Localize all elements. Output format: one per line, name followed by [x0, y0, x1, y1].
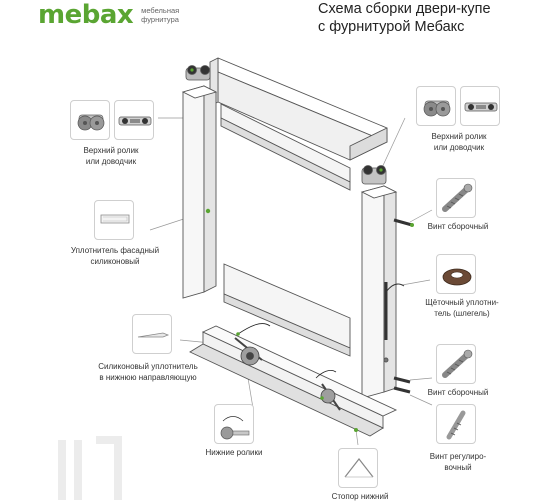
seal-strip-icon — [100, 214, 130, 224]
adjust-screw-thumbnail — [436, 404, 476, 444]
bottom-rollers-thumbnail — [214, 404, 254, 444]
brand-block: mebax мебельная фурнитура — [38, 0, 201, 30]
bottom-seal-label-line1: Силиконовый уплотнитель — [98, 362, 198, 371]
brand-tagline-line2: фурнитура — [141, 15, 179, 24]
bottom-roller-icon — [220, 416, 250, 440]
page-title-line2: с фурнитурой Мебакс — [318, 19, 465, 35]
stopper-label: Стопор нижний — [331, 492, 389, 501]
left-top-roller — [185, 65, 211, 81]
watermark-mark — [58, 436, 122, 500]
closer-icon — [118, 116, 152, 126]
assembly-screw-bottom-thumbnail — [436, 344, 476, 384]
stopper-icon — [344, 458, 374, 478]
roller-thumbnail-left — [70, 100, 110, 140]
brand-tagline: мебельная фурнитура — [141, 6, 201, 24]
stopper-thumbnail — [338, 448, 378, 488]
closer-thumbnail-right — [460, 86, 500, 126]
assembly-screw-lower — [393, 376, 411, 394]
page-title: Схема сборки двери-купе с фурнитурой Меб… — [318, 0, 558, 36]
assembly-screw-bottom-label: Винт сборочный — [427, 388, 489, 397]
assembly-screw-upper — [393, 218, 414, 227]
bottom-seal-label: Силиконовый уплотнитель в нижнюю направл… — [86, 362, 210, 383]
top-roller-left-label: Верхний ролик или доводчик — [66, 146, 156, 167]
top-roller-left-label-line1: Верхний ролик — [83, 146, 139, 155]
adjust-screw-icon — [446, 410, 466, 440]
brush-seal-curve — [385, 283, 405, 293]
brush-seal-thumbnail — [436, 254, 476, 294]
adjust-screw-label: Винт регулиро- вочный — [418, 452, 498, 473]
brush-seal-label: Щёточный уплотни- тель (шлегель) — [418, 298, 506, 319]
bottom-roller-mechanism — [234, 323, 341, 411]
bottom-rollers-label: Нижние ролики — [205, 448, 263, 457]
left-vertical-profile — [181, 85, 218, 299]
bottom-seal-label-line2: в нижнюю направляющую — [99, 372, 197, 382]
top-profile — [209, 57, 388, 161]
screw-icon — [442, 349, 473, 378]
brush-seal-label-line2: тель (шлегель) — [434, 308, 490, 318]
assembly-screw-top-thumbnail — [436, 178, 476, 218]
upper-frame-rail — [220, 103, 351, 191]
brush-seal-label-line1: Щёточный уплотни- — [425, 298, 499, 307]
right-vertical-profile — [360, 185, 398, 399]
top-roller-left-label-line2: или доводчик — [85, 156, 137, 166]
brush-roll-icon — [442, 268, 472, 286]
facade-seal-label: Уплотнитель фасадный силиконовый — [60, 246, 170, 267]
roller-icon — [423, 100, 451, 117]
facade-seal-label-line1: Уплотнитель фасадный — [70, 246, 160, 255]
roller-icon — [77, 114, 105, 131]
screw-icon — [442, 183, 473, 212]
brand-logo: mebax — [38, 0, 134, 30]
roller-thumbnail-right — [416, 86, 456, 126]
closer-thumbnail-left — [114, 100, 154, 140]
top-roller-right-label-line2: или доводчик — [433, 142, 485, 152]
closer-icon — [464, 102, 498, 112]
brand-tagline-line1: мебельная — [141, 6, 180, 15]
right-top-roller — [361, 165, 387, 185]
assembly-screw-top-label: Винт сборочный — [427, 222, 489, 231]
page-title-line1: Схема сборки двери-купе — [318, 1, 491, 17]
adjust-screw-label-line1: Винт регулиро- — [429, 452, 487, 461]
silicone-seal-icon — [137, 332, 170, 338]
adjust-screw-label-line2: вочный — [444, 462, 472, 472]
facade-seal-thumbnail — [94, 200, 134, 240]
top-roller-right-label-line1: Верхний ролик — [431, 132, 487, 141]
bottom-seal-thumbnail — [132, 314, 172, 354]
lower-frame-rail — [223, 263, 351, 357]
top-roller-right-label: Верхний ролик или доводчик — [414, 132, 504, 153]
facade-seal-label-line2: силиконовый — [90, 256, 140, 266]
